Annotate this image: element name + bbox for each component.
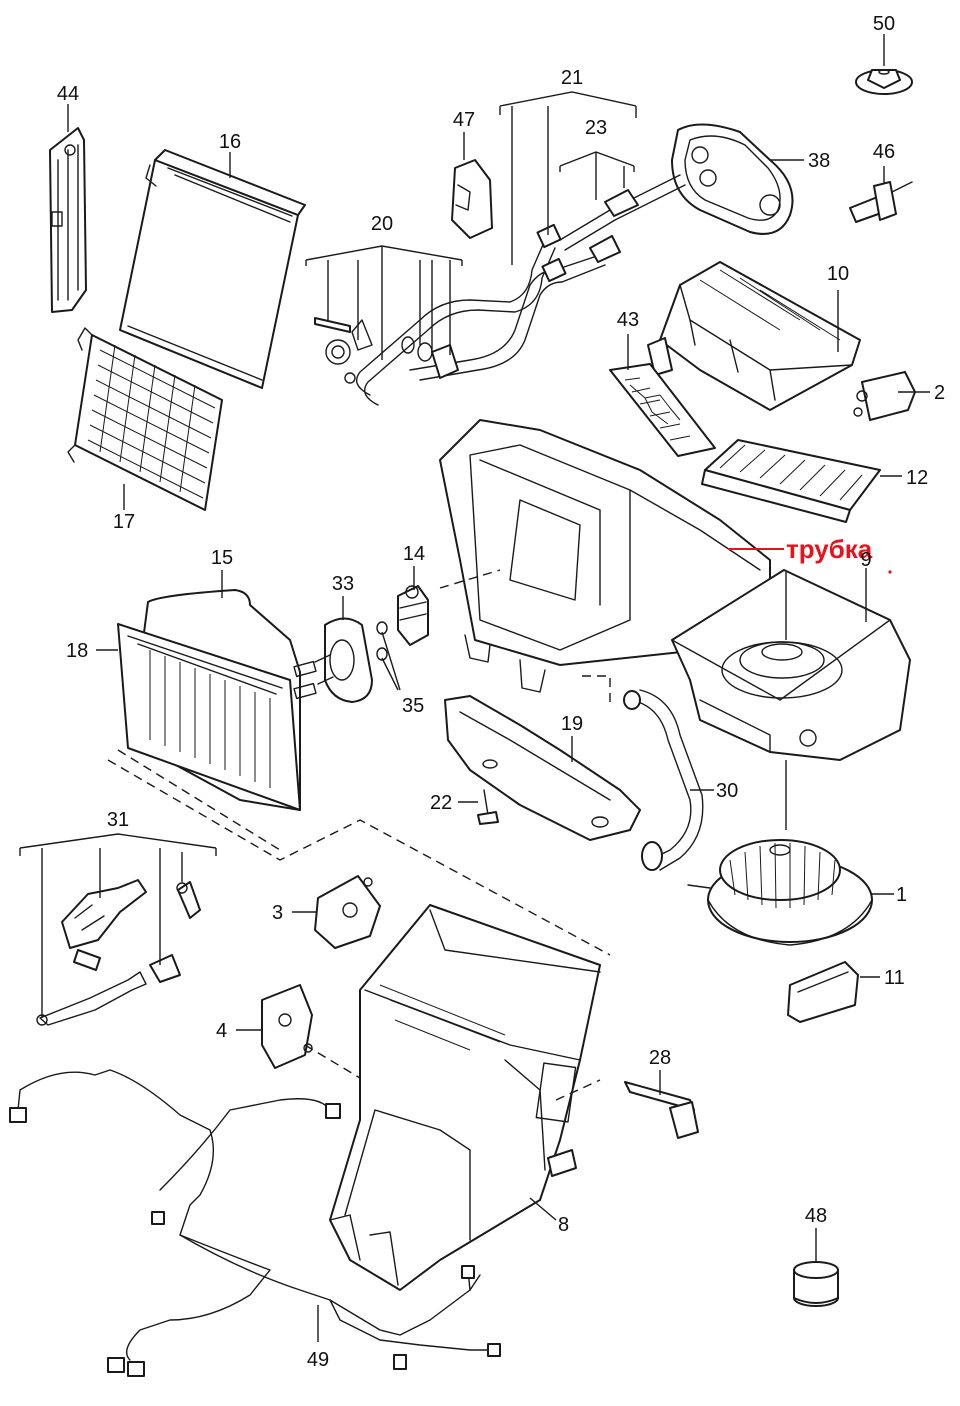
callout-44: 44 <box>57 83 79 105</box>
callout-20: 20 <box>371 213 393 235</box>
callout-10: 10 <box>827 263 849 285</box>
part-14-expansion-valve <box>397 585 429 646</box>
callout-21: 21 <box>561 67 583 89</box>
part-44-side-panel <box>49 127 87 313</box>
callout-46: 46 <box>873 141 895 163</box>
callout-19: 19 <box>561 713 583 735</box>
part-28-sensor <box>624 1081 699 1139</box>
callout-30: 30 <box>716 780 738 802</box>
callout-8: 8 <box>558 1214 569 1236</box>
part-33-seal <box>324 617 388 703</box>
leader-lines <box>19 34 930 1342</box>
annotation-marker: трубка <box>728 534 892 574</box>
part-47-connector <box>451 159 493 239</box>
callout-1: 1 <box>896 884 907 906</box>
callout-43: 43 <box>617 309 639 331</box>
callout-35: 35 <box>402 695 424 717</box>
callout-9: 9 <box>860 549 871 571</box>
callout-50: 50 <box>873 13 895 35</box>
assembly-dashed-lines <box>107 569 611 1101</box>
callout-18: 18 <box>66 640 88 662</box>
callout-16: 16 <box>219 131 241 153</box>
annotation-dot <box>888 570 892 574</box>
main-hvac-housing <box>439 419 771 693</box>
part-31-linkage <box>36 879 201 1026</box>
part-30-drain-hose <box>623 689 704 871</box>
part-1-blower-motor <box>687 839 873 946</box>
part-17-heat-exchanger-grid <box>67 327 223 511</box>
part-2-actuator <box>853 371 916 421</box>
callout-48: 48 <box>805 1205 827 1227</box>
part-15-18-evaporator <box>117 589 334 811</box>
callout-28: 28 <box>649 1047 671 1069</box>
part-48-cap <box>793 1261 839 1307</box>
callout-12: 12 <box>906 467 928 489</box>
callout-22: 22 <box>430 792 452 814</box>
part-22-screw <box>477 789 499 825</box>
part-11-cover <box>787 961 859 1023</box>
callout-17: 17 <box>113 511 135 533</box>
callout-2: 2 <box>934 382 945 404</box>
callout-49: 49 <box>307 1349 329 1371</box>
part-16-heater-core <box>119 149 306 389</box>
part-9-blower-housing <box>671 569 911 761</box>
part-19-air-duct <box>444 695 641 841</box>
callout-11: 11 <box>884 967 905 989</box>
callout-4: 4 <box>216 1020 227 1042</box>
part-38-gasket <box>671 123 794 235</box>
part-49-wiring-harness <box>9 1069 501 1377</box>
part-10-flap-housing <box>647 261 861 411</box>
callout-38: 38 <box>808 150 830 172</box>
callout-3: 3 <box>272 902 283 924</box>
part-50-nut <box>855 69 913 95</box>
callout-47: 47 <box>453 109 475 131</box>
callout-labels: 50 44 21 47 23 16 46 38 20 10 43 2 12 17… <box>57 13 945 1371</box>
callout-33: 33 <box>332 573 354 595</box>
callout-14: 14 <box>403 543 425 565</box>
part-46-grommet <box>849 181 913 223</box>
part-12-cabin-filter <box>701 439 881 523</box>
part-20-21-refrigerant-lines <box>314 174 686 406</box>
part-43-honeycomb-panel <box>609 363 716 457</box>
callout-15: 15 <box>211 547 233 569</box>
part-8-lower-housing <box>329 904 601 1291</box>
part-3-actuator <box>314 875 381 949</box>
part-4-actuator <box>261 984 313 1069</box>
callout-23: 23 <box>585 117 607 139</box>
callout-31: 31 <box>107 809 129 831</box>
annotation-label: трубка <box>786 534 873 564</box>
